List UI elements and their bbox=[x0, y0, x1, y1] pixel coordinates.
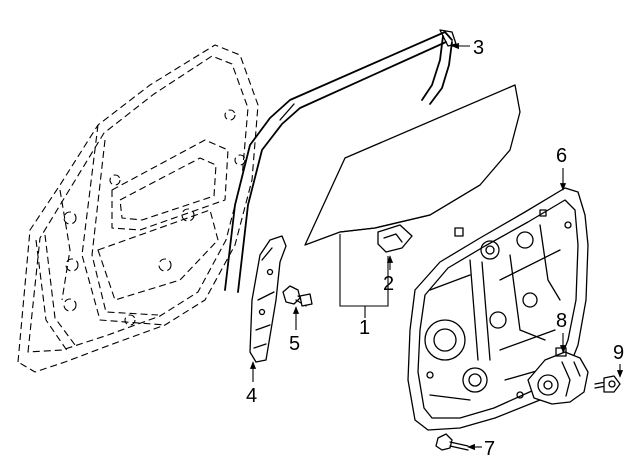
callout-7: 7 bbox=[484, 438, 495, 460]
glass-run-channel bbox=[224, 29, 457, 293]
callout-4: 4 bbox=[246, 385, 257, 407]
door-shell-outline bbox=[17, 44, 259, 373]
callout-3: 3 bbox=[473, 37, 484, 59]
leader-lines bbox=[249, 42, 624, 451]
callout-1: 1 bbox=[359, 317, 370, 339]
bolt-5 bbox=[282, 285, 313, 307]
rear-guide-sash bbox=[249, 235, 287, 363]
callout-6: 6 bbox=[556, 145, 567, 167]
bolt-9 bbox=[594, 375, 621, 393]
callout-9: 9 bbox=[613, 342, 624, 364]
callout-2: 2 bbox=[383, 273, 394, 295]
door-glass bbox=[304, 84, 521, 253]
bolt-7 bbox=[435, 433, 469, 451]
callout-8: 8 bbox=[556, 310, 567, 332]
callout-5: 5 bbox=[289, 333, 300, 355]
